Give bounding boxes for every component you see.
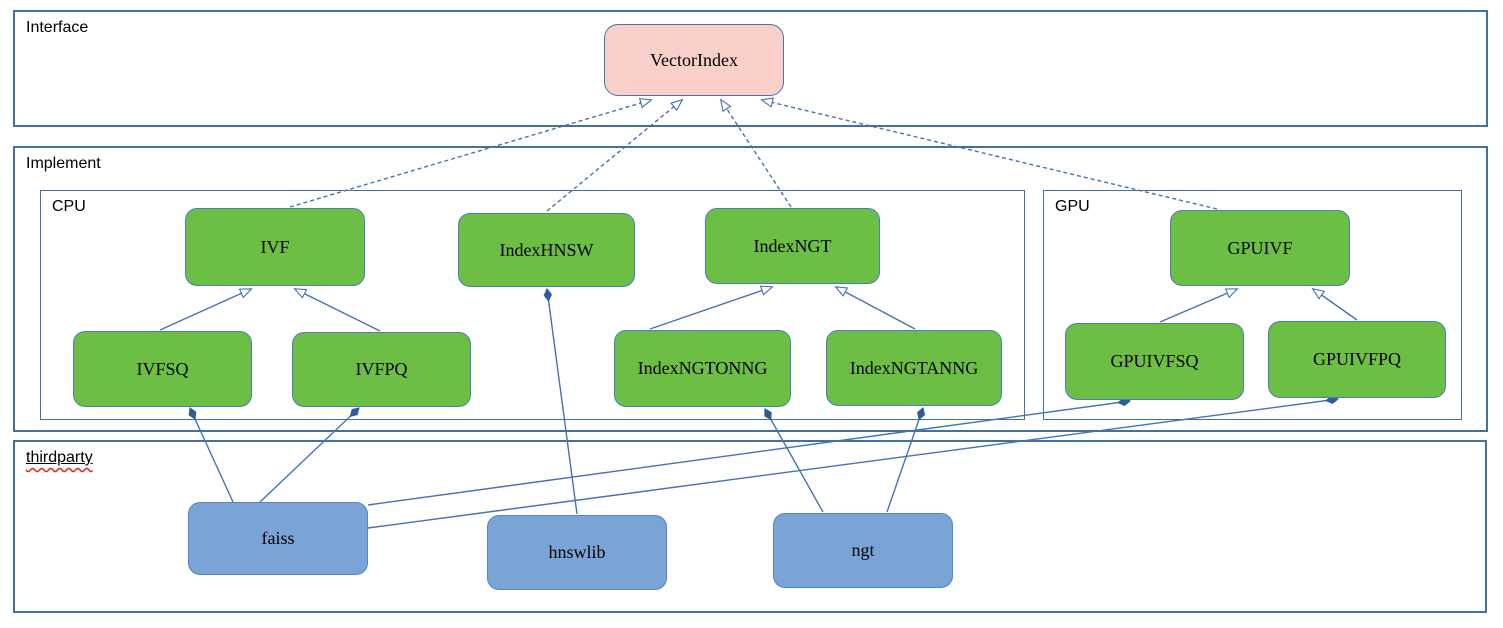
node-gpuivf-label: GPUIVF	[1227, 237, 1293, 258]
node-gpuivfpq-label: GPUIVFPQ	[1312, 349, 1402, 369]
node-ivfpq[interactable]: IVFPQ	[292, 332, 471, 407]
node-gpuivf[interactable]: GPUIVF	[1170, 210, 1350, 286]
section-thirdparty-label: thirdparty	[26, 449, 93, 467]
node-indexngtonng-label: IndexNGTONNG	[637, 358, 768, 378]
node-faiss-label: faiss	[261, 528, 295, 548]
node-indexngt[interactable]: IndexNGT	[705, 208, 880, 284]
node-indexngtanng-label: IndexNGTANNG	[849, 357, 979, 378]
node-indexhnsw[interactable]: IndexHNSW	[458, 213, 635, 287]
node-gpuivfsq-label: GPUIVFSQ	[1110, 351, 1199, 371]
section-interface-label: Interface	[26, 19, 89, 36]
section-cpu-label: CPU	[52, 198, 86, 215]
node-ngt-label: ngt	[851, 540, 875, 560]
node-indexngtanng[interactable]: IndexNGTANNG	[826, 330, 1002, 406]
node-hnswlib[interactable]: hnswlib	[487, 515, 667, 590]
node-ivfpq-label: IVFPQ	[355, 359, 408, 379]
node-ivf-label: IVF	[260, 236, 290, 257]
node-vectorindex[interactable]: VectorIndex	[604, 24, 784, 96]
node-indexngt-label: IndexNGT	[753, 235, 832, 256]
node-ivfsq-label: IVFSQ	[136, 358, 189, 379]
spellcheck-squiggle: thirdparty	[26, 449, 93, 466]
section-gpu-label: GPU	[1055, 198, 1090, 215]
node-indexngtonng[interactable]: IndexNGTONNG	[614, 330, 791, 407]
node-hnswlib-label: hnswlib	[548, 542, 606, 562]
node-ivf[interactable]: IVF	[185, 208, 365, 286]
node-ivfsq[interactable]: IVFSQ	[73, 331, 252, 407]
node-ngt[interactable]: ngt	[773, 513, 953, 588]
node-faiss[interactable]: faiss	[188, 502, 368, 575]
node-indexhnsw-label: IndexHNSW	[499, 239, 594, 260]
node-vectorindex-label: VectorIndex	[650, 49, 738, 70]
node-gpuivfsq[interactable]: GPUIVFSQ	[1065, 323, 1244, 400]
section-implement-label: Implement	[26, 155, 101, 172]
node-gpuivfpq[interactable]: GPUIVFPQ	[1268, 321, 1446, 398]
